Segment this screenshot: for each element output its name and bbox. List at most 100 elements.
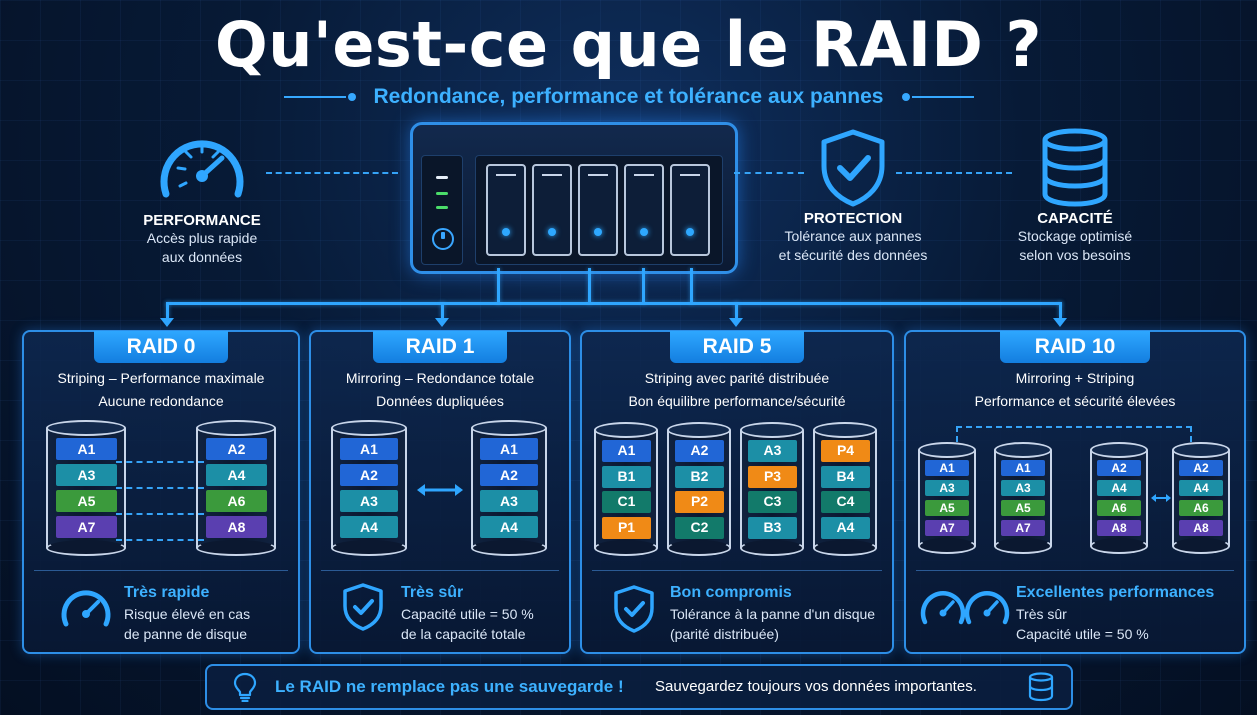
shield-check-icon xyxy=(343,583,383,631)
dashed-connector xyxy=(734,172,804,174)
disk-bottom xyxy=(471,540,547,556)
raid-card-5: RAID 5 Striping avec parité distribuée B… xyxy=(580,330,894,654)
disk-top xyxy=(1172,442,1230,458)
disk-top xyxy=(667,422,731,438)
raid-desc-line: Performance et sécurité élevées xyxy=(974,393,1176,409)
status-led xyxy=(436,176,448,179)
data-block: A4 xyxy=(480,516,538,538)
nas-drive-bays xyxy=(475,155,723,265)
nas-control-panel xyxy=(421,155,463,265)
data-block: B4 xyxy=(821,466,870,488)
disk-top xyxy=(331,420,407,436)
raid-label: RAID 1 xyxy=(373,331,507,363)
status-led xyxy=(436,206,448,209)
raid-benefit-desc: Très sûr xyxy=(1016,606,1067,622)
connector-bus xyxy=(166,302,1062,305)
speedometer-icon xyxy=(61,590,111,627)
raid-desc-line: Mirroring + Striping xyxy=(1015,370,1135,386)
feature-desc-line: aux données xyxy=(161,249,243,265)
connector-line xyxy=(588,268,591,304)
feature-desc-line: selon vos besoins xyxy=(1019,247,1131,263)
page-subtitle: Redondance, performance et tolérance aux… xyxy=(373,85,884,108)
lightbulb-icon xyxy=(233,672,257,702)
data-block: A3 xyxy=(56,464,117,486)
disk-bottom xyxy=(196,540,276,556)
divider xyxy=(321,570,559,571)
drive-bay xyxy=(670,164,710,256)
raid-desc-line: Données dupliquées xyxy=(376,393,504,409)
raid-desc-line: Striping avec parité distribuée xyxy=(644,370,830,386)
data-block: A3 xyxy=(925,480,969,496)
data-block: A2 xyxy=(675,440,724,462)
feature-desc-line: Accès plus rapide xyxy=(146,230,258,246)
data-block: A1 xyxy=(1001,460,1045,476)
disk-top xyxy=(46,420,126,436)
nas-device xyxy=(410,122,738,274)
disk-bottom xyxy=(813,540,877,556)
raid-benefit-desc: (parité distribuée) xyxy=(670,626,779,642)
feature-desc-line: Tolérance aux pannes xyxy=(784,228,922,244)
divider xyxy=(592,570,882,571)
stripe-link xyxy=(116,513,204,515)
subtitle-row: Redondance, performance et tolérance aux… xyxy=(0,84,1257,110)
raid-benefit-desc: Risque élevé en cas xyxy=(124,606,251,622)
data-block: P3 xyxy=(748,466,797,488)
disk-bottom xyxy=(1090,538,1148,554)
feature-performance: PERFORMANCE Accès plus rapide aux donnée… xyxy=(130,128,274,267)
raid-benefit-desc: de panne de disque xyxy=(124,626,247,642)
raid-desc-line: Striping – Performance maximale xyxy=(57,370,265,386)
database-icon xyxy=(1042,128,1108,207)
stripe-link xyxy=(116,539,204,541)
arrow-down-icon xyxy=(729,318,743,327)
data-block: A2 xyxy=(1097,460,1141,476)
disk-bottom xyxy=(994,538,1052,554)
data-block: A1 xyxy=(925,460,969,476)
data-block: A4 xyxy=(1097,480,1141,496)
disk-bottom xyxy=(918,538,976,554)
feature-capacite: CAPACITÉ Stockage optimisé selon vos bes… xyxy=(1000,128,1150,265)
data-block: A7 xyxy=(925,520,969,536)
subtitle-line-left xyxy=(283,93,356,101)
data-block: B1 xyxy=(602,466,651,488)
data-block: B2 xyxy=(675,466,724,488)
raid-desc-line: Aucune redondance xyxy=(98,393,224,409)
arrow-down-icon xyxy=(1053,318,1067,327)
data-block: A4 xyxy=(1179,480,1223,496)
data-block: A3 xyxy=(1001,480,1045,496)
stripe-bracket xyxy=(1190,426,1192,442)
raid-label: RAID 5 xyxy=(670,331,804,363)
raid-card-10: RAID 10 Mirroring + Striping Performance… xyxy=(904,330,1246,654)
raid-label: RAID 0 xyxy=(94,331,228,363)
backup-banner: Le RAID ne remplace pas une sauvegarde !… xyxy=(205,664,1073,710)
data-block: C1 xyxy=(602,491,651,513)
data-block: C4 xyxy=(821,491,870,513)
stripe-link xyxy=(116,461,204,463)
feature-protection: PROTECTION Tolérance aux pannes et sécur… xyxy=(770,128,936,265)
mirror-arrow-icon xyxy=(1151,494,1171,502)
connector-line xyxy=(1059,302,1062,318)
data-block: A4 xyxy=(821,517,870,539)
feature-title: PROTECTION xyxy=(803,210,903,227)
data-block: A8 xyxy=(206,516,267,538)
banner-desc: Sauvegardez toujours vos données importa… xyxy=(655,678,977,695)
disk-top xyxy=(196,420,276,436)
shield-check-icon xyxy=(821,129,885,207)
feature-desc-line: et sécurité des données xyxy=(778,247,928,263)
divider xyxy=(916,570,1234,571)
raid-benefit-desc: Tolérance à la panne d'un disque xyxy=(670,606,876,622)
data-block: A7 xyxy=(56,516,117,538)
data-block: C2 xyxy=(675,517,724,539)
disk-top xyxy=(994,442,1052,458)
raid-benefit-desc: Capacité utile = 50 % xyxy=(401,606,534,622)
drive-bay xyxy=(532,164,572,256)
raid-benefit-desc: Capacité utile = 50 % xyxy=(1016,626,1149,642)
page-title: Qu'est-ce que le RAID ? xyxy=(215,8,1042,81)
data-block: P4 xyxy=(821,440,870,462)
disk-top xyxy=(918,442,976,458)
